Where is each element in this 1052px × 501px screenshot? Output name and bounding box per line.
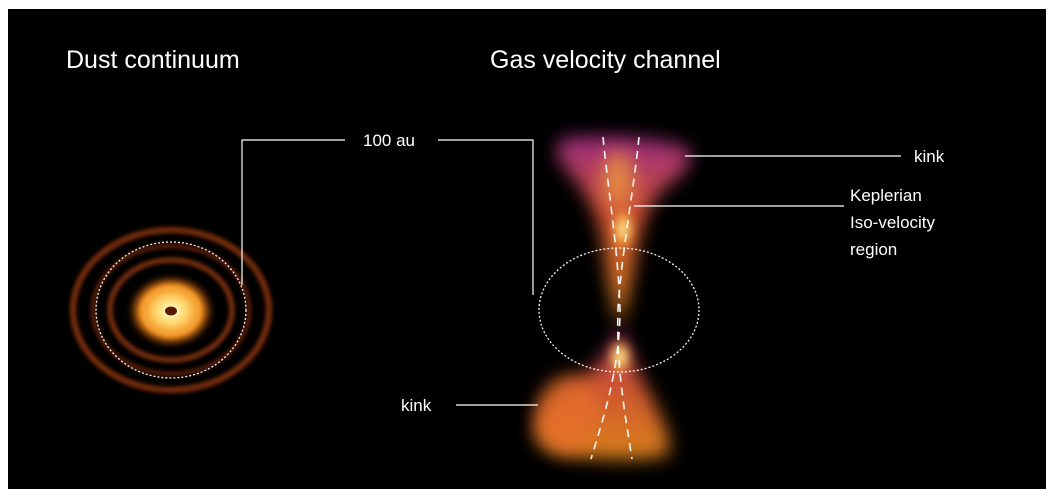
gas-kink-bulge	[538, 376, 598, 452]
gas-channel	[534, 136, 700, 460]
kink-top-label: kink	[914, 147, 945, 166]
dust-dashed-ellipse	[95, 241, 247, 379]
dust-center-spot	[163, 304, 179, 318]
annotation-lines	[241, 139, 901, 406]
dust-continuum-title: Dust continuum	[66, 46, 240, 74]
gas-dashed-curve-left	[590, 136, 621, 460]
gas-dashed-curve-right	[616, 136, 640, 460]
dust-ring-middle	[91, 244, 251, 376]
scale-label: 100 au	[363, 131, 415, 150]
figure-artwork	[70, 136, 901, 460]
kink-bottom-label: kink	[401, 396, 432, 415]
keplerian-label-line2: Iso-velocity	[850, 213, 936, 232]
scale-line-right	[438, 139, 534, 295]
gas-bright-spot-upper	[612, 207, 634, 251]
gas-bright-spot-lower	[608, 338, 632, 376]
scale-line-left	[241, 139, 345, 285]
gas-dashed-ellipse	[538, 247, 700, 373]
keplerian-label-line3: region	[850, 240, 898, 259]
keplerian-label-line1: Keplerian	[850, 186, 922, 205]
dust-core-ring	[142, 287, 200, 335]
gas-top-glow	[602, 151, 634, 207]
dust-ring-outer	[70, 227, 272, 393]
gas-velocity-title: Gas velocity channel	[490, 46, 721, 74]
dust-ring-inner	[107, 257, 235, 363]
astronomy-figure: Dust continuum Gas velocity channel 100 …	[8, 9, 1046, 489]
dust-disk	[70, 227, 272, 393]
